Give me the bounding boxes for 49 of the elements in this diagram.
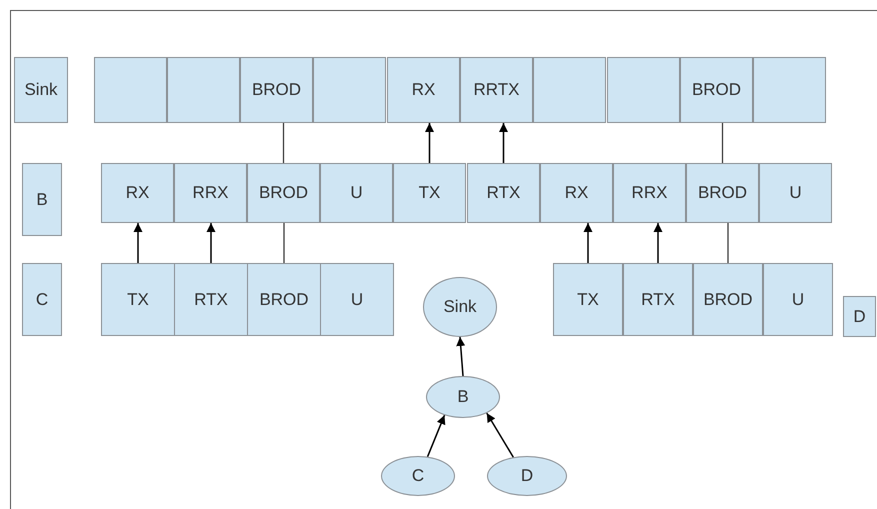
tree-node-ellipse: B <box>426 376 500 418</box>
connector-line <box>282 123 284 163</box>
row-label-box: D <box>843 296 876 337</box>
slot-box <box>94 57 167 123</box>
slot-box <box>533 57 606 123</box>
arrow <box>134 223 142 263</box>
slot-box: BROD <box>247 263 321 336</box>
connector-line <box>727 223 729 263</box>
slot-box: RTX <box>174 263 248 336</box>
row-label-box: Sink <box>14 57 68 123</box>
arrow <box>456 336 466 376</box>
slot-box <box>753 57 826 123</box>
arrow <box>206 223 216 263</box>
connector-line <box>283 223 285 263</box>
slot-box: RTX <box>467 163 540 223</box>
tree-node-ellipse: C <box>381 456 455 496</box>
slot-box: U <box>320 263 394 336</box>
row-label-box: C <box>22 263 62 336</box>
slot-box: RRX <box>613 163 686 223</box>
slot-box: U <box>759 163 832 223</box>
arrow <box>486 412 514 458</box>
slot-box: TX <box>553 263 623 336</box>
slot-box: BROD <box>240 57 313 123</box>
slot-box: BROD <box>680 57 753 123</box>
tree-node-ellipse: Sink <box>423 277 497 337</box>
arrow <box>584 223 592 263</box>
slot-box <box>167 57 240 123</box>
slot-box: RX <box>540 163 613 223</box>
slot-box: RTX <box>623 263 693 336</box>
slot-box: TX <box>393 163 466 223</box>
slot-box <box>313 57 386 123</box>
arrow <box>499 123 508 163</box>
arrow <box>425 123 434 163</box>
slot-box: RRX <box>174 163 247 223</box>
row-label-box: B <box>22 163 62 236</box>
slot-box: TX <box>101 263 175 336</box>
slot-box: U <box>320 163 393 223</box>
slot-box: BROD <box>247 163 320 223</box>
slot-box: BROD <box>686 163 759 223</box>
arrow <box>426 414 446 457</box>
arrow <box>654 223 662 263</box>
slot-box: U <box>763 263 833 336</box>
connector-line <box>722 123 724 163</box>
slot-box: RX <box>101 163 174 223</box>
tree-node-ellipse: D <box>487 456 567 496</box>
slot-box <box>607 57 680 123</box>
slot-box: BROD <box>693 263 763 336</box>
slot-box: RX <box>387 57 460 123</box>
slot-box: RRTX <box>460 57 533 123</box>
